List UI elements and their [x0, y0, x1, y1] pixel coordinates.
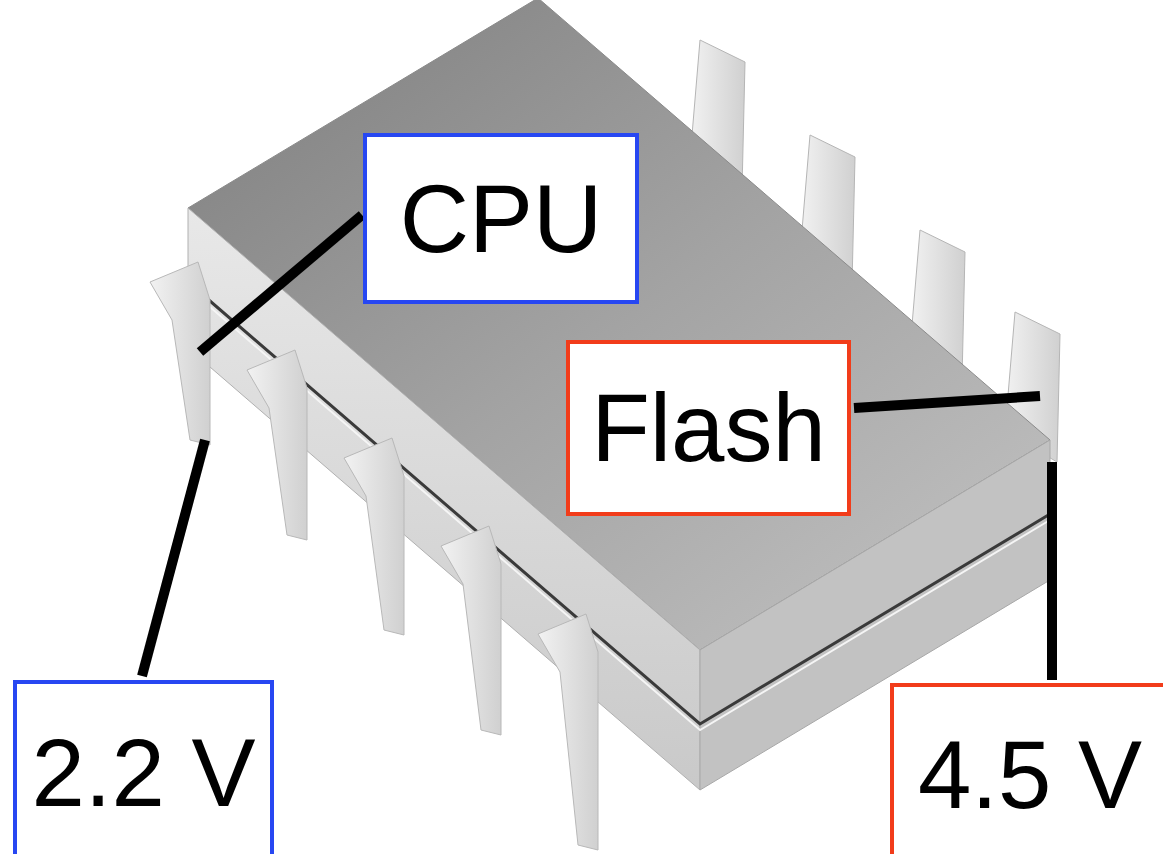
chip-pin — [441, 526, 501, 735]
chip-pin — [538, 614, 598, 850]
leader-line — [854, 396, 1040, 408]
box-label: 2.2 V — [31, 725, 255, 821]
leader-line — [142, 440, 205, 676]
label-box: 2.2 V — [13, 680, 274, 854]
label-box: CPU — [363, 133, 639, 304]
label-box: 4.5 V — [890, 683, 1163, 854]
label-box: Flash — [566, 340, 851, 516]
chip-pin — [344, 438, 404, 635]
chip-pin — [247, 350, 307, 540]
leader-line — [200, 215, 362, 352]
chip-seam — [188, 282, 1050, 724]
chip-seam-highlight — [188, 288, 1050, 730]
leader-line — [1047, 462, 1057, 680]
chip-pin — [150, 262, 210, 445]
box-label: CPU — [400, 171, 603, 267]
box-label: 4.5 V — [918, 727, 1142, 823]
box-label: Flash — [591, 380, 826, 476]
